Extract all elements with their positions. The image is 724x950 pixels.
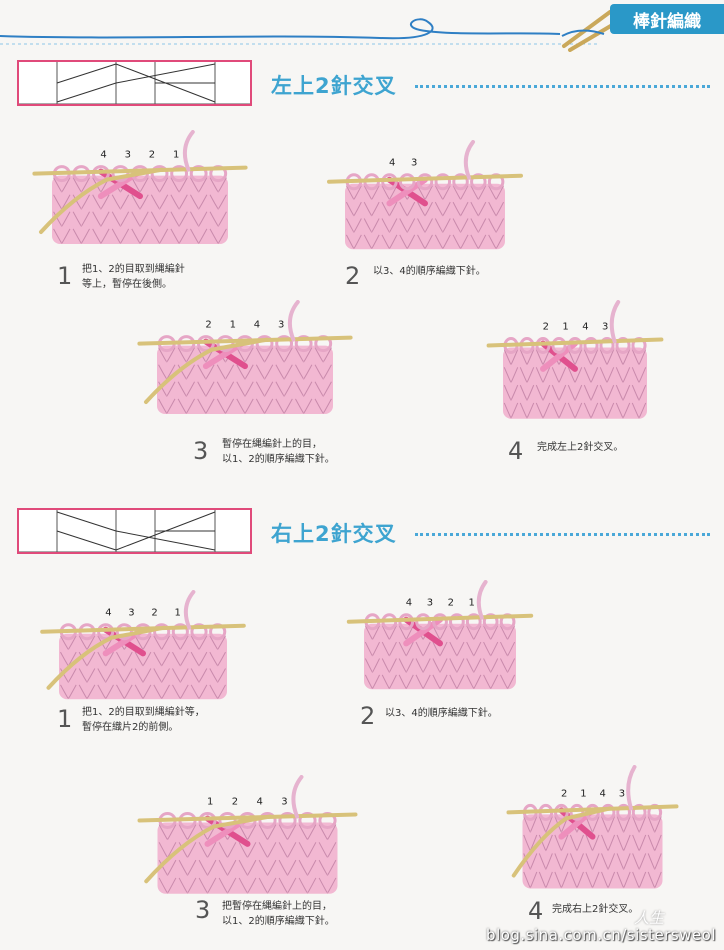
step-number: 1: [57, 262, 73, 290]
knitting-needles-icon: [561, 10, 616, 52]
stitch-number-label: 1: [562, 322, 568, 333]
title-dotted-rule: [415, 85, 710, 90]
section-title-left-cross: 左上2針交叉: [271, 74, 397, 98]
stitch-number-label: 3: [602, 322, 608, 333]
watermark-cursive: 人生: [633, 909, 664, 927]
step-instruction: 把1、2的目取到縄編針等， 暫停在織片2的前側。: [82, 707, 205, 733]
step-instruction: 完成右上2針交叉。: [552, 904, 639, 915]
stitch-number-label: 2: [561, 788, 567, 799]
stitch-number-label: 4: [105, 608, 111, 619]
stitch-number-label: 3: [427, 598, 433, 609]
watermark-url: blog.sina.com.cn/sistersweol: [486, 926, 716, 944]
step-illustration: 4 3 2 1: [38, 590, 248, 705]
step-illustration: 1 2 4 3: [135, 775, 360, 900]
stitch-number-label: 3: [411, 158, 417, 169]
cable-chart-right-cross: [17, 508, 252, 554]
stitch-number-label: 2: [232, 797, 238, 808]
stitch-number-label: 4: [600, 788, 606, 799]
section-tab-label: 棒針編織: [633, 11, 701, 32]
step-illustration: 4 3 2 1: [345, 580, 535, 695]
stitch-number-label: 4: [254, 320, 260, 331]
step-number: 4: [508, 437, 524, 465]
step-illustration: 4 3 2 1: [30, 130, 250, 250]
stitch-number-label: 2: [543, 322, 549, 333]
step-illustration: 2 1 4 3: [485, 300, 665, 425]
stitch-number-label: 2: [448, 598, 454, 609]
thread-decoration: [0, 18, 600, 45]
step-number: 2: [360, 702, 376, 730]
step-number: 4: [528, 897, 544, 925]
stitch-number-label: 3: [278, 320, 284, 331]
step-number: 3: [193, 437, 209, 465]
step-number: 2: [345, 262, 361, 290]
stitch-number-label: 1: [207, 797, 213, 808]
stitch-number-label: 3: [619, 788, 625, 799]
step-number: 3: [195, 896, 211, 924]
stitch-number-label: 2: [151, 608, 157, 619]
step-number: 1: [57, 705, 73, 733]
stitch-number-label: 1: [173, 150, 179, 161]
stitch-number-label: 3: [125, 150, 131, 161]
stitch-number-label: 1: [230, 320, 236, 331]
stitch-number-label: 3: [128, 608, 134, 619]
step-instruction: 完成左上2針交叉。: [537, 442, 624, 453]
stitch-number-label: 4: [257, 797, 263, 808]
title-dotted-rule: [415, 533, 710, 538]
step-instruction: 暫停在縄編針上的目， 以1、2的順序編織下針。: [222, 439, 335, 465]
stitch-number-label: 1: [580, 788, 586, 799]
cable-chart-left-cross: [17, 60, 252, 106]
stitch-number-label: 4: [100, 150, 106, 161]
step-illustration: 2 1 4 3: [135, 300, 355, 420]
stitch-number-label: 2: [149, 150, 155, 161]
stitch-number-label: 3: [281, 797, 287, 808]
step-instruction: 以3、4的順序編織下針。: [373, 266, 486, 277]
stitch-number-label: 4: [406, 598, 412, 609]
step-instruction: 把1、2的目取到縄編針 等上，暫停在後側。: [82, 264, 185, 290]
section-tab: 棒針編織: [610, 4, 724, 34]
stitch-number-label: 1: [175, 608, 181, 619]
step-illustration: 2 1 4 3: [505, 765, 680, 895]
step-instruction: 把暫停在縄編針上的目， 以1、2的順序編織下針。: [222, 901, 335, 927]
stitch-number-label: 4: [582, 322, 588, 333]
step-instruction: 以3、4的順序編織下針。: [385, 708, 498, 719]
section-title-right-cross: 右上2針交叉: [271, 522, 397, 546]
stitch-number-label: 4: [389, 158, 395, 169]
stitch-number-label: 1: [469, 598, 475, 609]
stitch-number-label: 2: [205, 320, 211, 331]
